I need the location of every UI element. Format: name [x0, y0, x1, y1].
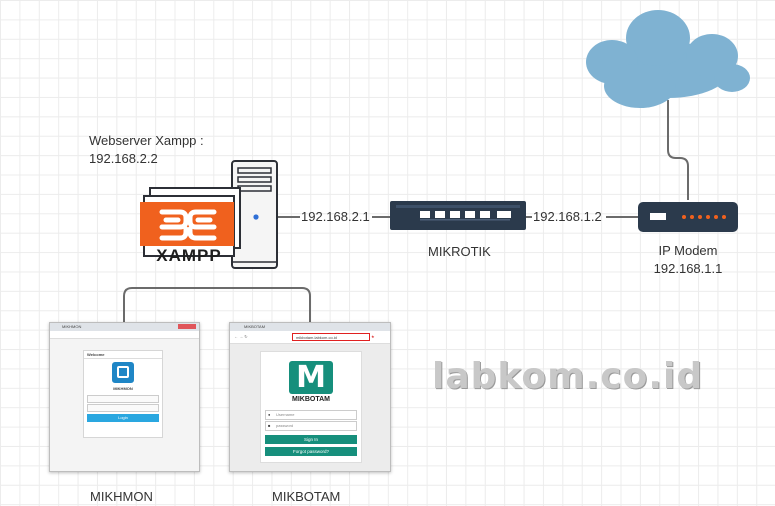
mikbotam-screenshot: MIKBOTAM ← → ↻ mikbotam.labkom.co.id ★ M… [229, 322, 391, 472]
address-bar[interactable]: mikbotam.labkom.co.id [292, 333, 370, 341]
mikhmon-screenshot: MIKHMON Welcome MIKHMON Login [49, 322, 200, 472]
address-text: mikbotam.labkom.co.id [296, 335, 337, 340]
browser-toolbar: ← → ↻ mikbotam.labkom.co.id ★ [230, 331, 390, 344]
modem-name: IP Modem [658, 243, 718, 258]
browser-tab-bar: MIKHMON [50, 323, 199, 331]
mikhmon-logo-text: MIKHMON [113, 386, 133, 391]
lock-icon: ■ [268, 423, 271, 428]
panel-divider [84, 358, 162, 359]
address-bar [50, 331, 199, 339]
password-placeholder: password [276, 423, 294, 428]
username-placeholder: Username [276, 412, 295, 417]
mikbotam-logo-icon: M [289, 361, 333, 395]
xampp-logo-icon: XAMPP [140, 187, 241, 265]
username-field[interactable] [87, 395, 159, 403]
watermark: labkom.co.id [432, 356, 704, 397]
modem-ip: 192.168.1.1 [653, 260, 723, 276]
ip-modem-icon [638, 202, 738, 232]
cloud-to-modem-wire [667, 100, 689, 200]
signin-button[interactable]: Sign In [265, 435, 357, 444]
modem-label: IP Modem 192.168.1.1 [640, 242, 736, 277]
xampp-to-mikbotam-wire [200, 287, 311, 326]
mikbotam-label: MIKBOTAM [272, 489, 341, 504]
login-button[interactable]: Login [87, 414, 159, 422]
window-controls [178, 324, 196, 329]
browser-tab-bar: MIKBOTAM [230, 323, 390, 331]
password-field[interactable]: ■ password [265, 421, 357, 431]
browser-tab: MIKHMON [62, 324, 82, 329]
link-left-ip: 192.168.2.1 [301, 209, 370, 224]
xampp-to-mikhmon-wire [123, 287, 200, 326]
mikhmon-label: MIKHMON [90, 489, 153, 504]
login-panel: Welcome MIKHMON Login [83, 350, 163, 438]
link-right-ip: 192.168.1.2 [533, 209, 602, 224]
webserver-ip: 192.168.2.2 [89, 150, 158, 166]
panel-heading: Welcome [87, 352, 105, 357]
username-field[interactable]: ● Username [265, 410, 357, 420]
nav-arrows-icon: ← → ↻ [234, 334, 248, 339]
mikbotam-logo-text: MIKBOTAM [292, 396, 330, 403]
browser-tab: MIKBOTAM [244, 324, 266, 329]
xampp-logo-text: XAMPP [156, 246, 221, 265]
login-panel: M MIKBOTAM ● Username ■ password Sign In… [260, 351, 362, 463]
internet-cloud-icon [586, 10, 750, 108]
mikhmon-logo-icon [112, 362, 134, 383]
user-icon: ● [268, 412, 271, 417]
webserver-title: Webserver Xampp : [89, 133, 204, 148]
star-icon: ★ [371, 334, 375, 339]
forgot-password-button[interactable]: Forgot password? [265, 447, 357, 456]
router-name: MIKROTIK [428, 244, 491, 259]
webserver-label: Webserver Xampp : 192.168.2.2 [89, 132, 204, 167]
mikrotik-router-icon [390, 201, 526, 230]
password-field[interactable] [87, 404, 159, 412]
